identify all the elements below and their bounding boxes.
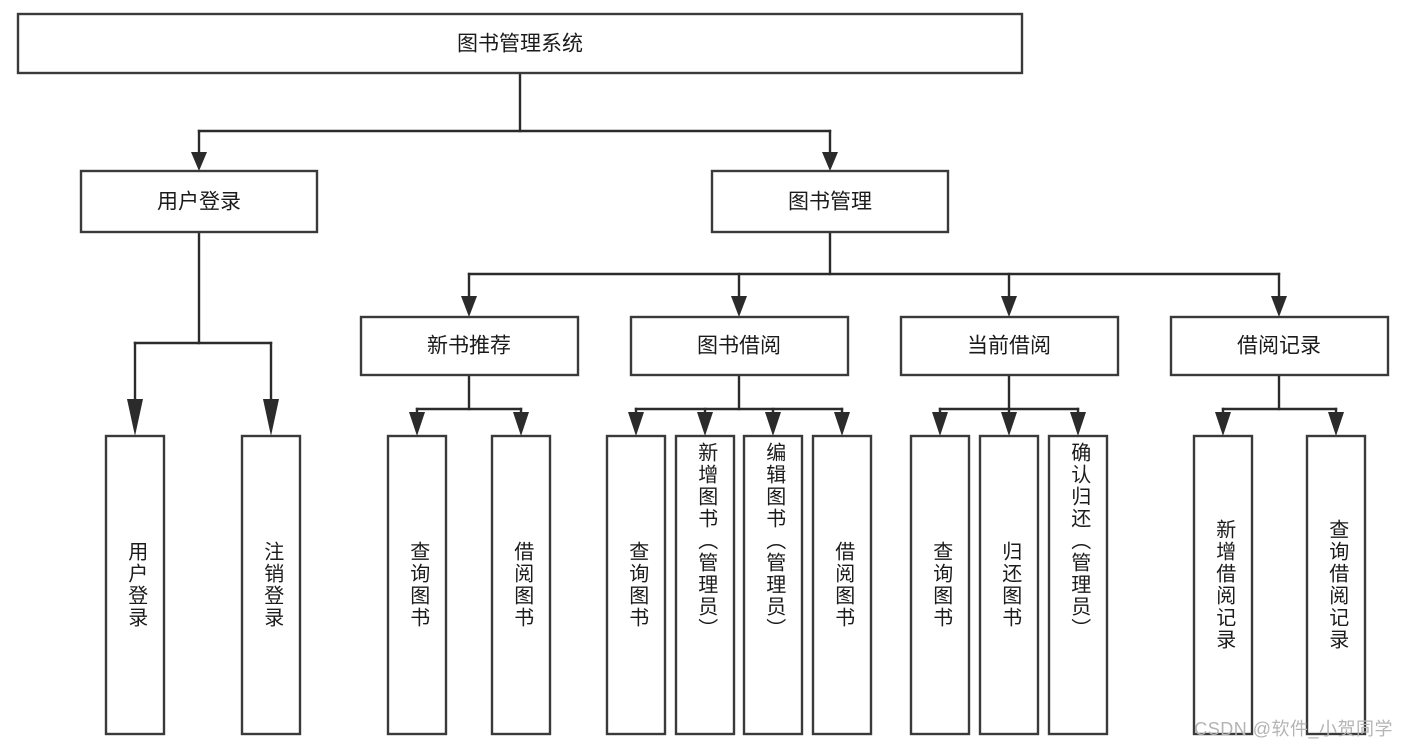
- arrow-to-leaf-query-book-1: [409, 412, 425, 436]
- leaf-user-logout-box[interactable]: [240, 434, 302, 736]
- leaf-return-book-box[interactable]: [978, 434, 1040, 736]
- node-user-login-label: 用户登录: [157, 191, 241, 214]
- arrow-to-book-borrow: [731, 296, 747, 317]
- node-new-book-recommend-box[interactable]: [359, 315, 580, 377]
- node-book-manage-label: 图书管理: [788, 191, 872, 214]
- node-book-manage-box[interactable]: [710, 169, 950, 234]
- node-current-borrow-label: 当前借阅: [967, 335, 1051, 358]
- arrow-to-borrow-record: [1271, 296, 1287, 317]
- arrow-to-leaf-add-record: [1215, 412, 1231, 436]
- node-root-label: 图书管理系统: [457, 33, 583, 56]
- leaf-box-layer: [104, 434, 1367, 736]
- leaf-confirm-return-box[interactable]: [1047, 434, 1109, 736]
- arrow-root-to-book-manage: [822, 152, 838, 171]
- arrow-to-leaf-query-book-3: [932, 412, 948, 436]
- leaf-query-record-box[interactable]: [1305, 434, 1367, 736]
- leaf-user-login-box[interactable]: [104, 434, 166, 736]
- arrow-to-leaf-borrow-book-1: [513, 412, 529, 436]
- arrow-to-leaf-user-login: [127, 399, 143, 436]
- arrow-to-leaf-user-logout: [263, 399, 279, 436]
- node-current-borrow-box[interactable]: [899, 315, 1120, 377]
- leaf-edit-book-box[interactable]: [742, 434, 804, 736]
- arrow-to-new-book-recommend: [461, 296, 477, 317]
- node-borrow-record[interactable]: 借阅记录: [1169, 315, 1390, 377]
- arrow-to-leaf-query-book-2: [628, 412, 644, 436]
- arrow-to-leaf-query-record: [1328, 412, 1344, 436]
- node-book-borrow[interactable]: 图书借阅: [629, 315, 850, 377]
- node-borrow-record-box[interactable]: [1169, 315, 1390, 377]
- leaf-borrow-book-2-box[interactable]: [811, 434, 873, 736]
- csdn-watermark: CSDN @软件_小贺同学: [1194, 719, 1393, 739]
- leaf-query-book-3-box[interactable]: [909, 434, 971, 736]
- arrow-to-leaf-edit-book: [765, 412, 781, 436]
- node-user-login[interactable]: 用户登录: [79, 169, 319, 234]
- leaf-add-book-box[interactable]: [674, 434, 736, 736]
- arrow-to-leaf-borrow-book-2: [834, 412, 850, 436]
- leaf-query-book-1-box[interactable]: [386, 434, 448, 736]
- node-root[interactable]: 图书管理系统: [16, 12, 1024, 75]
- arrow-to-leaf-add-book: [697, 412, 713, 436]
- node-book-borrow-label: 图书借阅: [697, 335, 781, 358]
- node-book-borrow-box[interactable]: [629, 315, 850, 377]
- node-new-book-recommend-label: 新书推荐: [427, 335, 511, 358]
- leaf-add-record-box[interactable]: [1192, 434, 1254, 736]
- arrow-to-leaf-return-book: [1001, 412, 1017, 436]
- leaf-borrow-book-1-box[interactable]: [490, 434, 552, 736]
- node-book-manage[interactable]: 图书管理: [710, 169, 950, 234]
- connector-layer: [127, 71, 1344, 436]
- leaf-query-book-2-box[interactable]: [605, 434, 667, 736]
- node-current-borrow[interactable]: 当前借阅: [899, 315, 1120, 377]
- node-root-box[interactable]: [16, 12, 1024, 75]
- node-user-login-box[interactable]: [79, 169, 319, 234]
- arrow-to-leaf-confirm-return: [1070, 412, 1086, 436]
- arrow-root-to-user-login: [191, 152, 207, 171]
- node-borrow-record-label: 借阅记录: [1237, 335, 1321, 358]
- arrow-to-current-borrow: [1001, 296, 1017, 317]
- node-new-book-recommend[interactable]: 新书推荐: [359, 315, 580, 377]
